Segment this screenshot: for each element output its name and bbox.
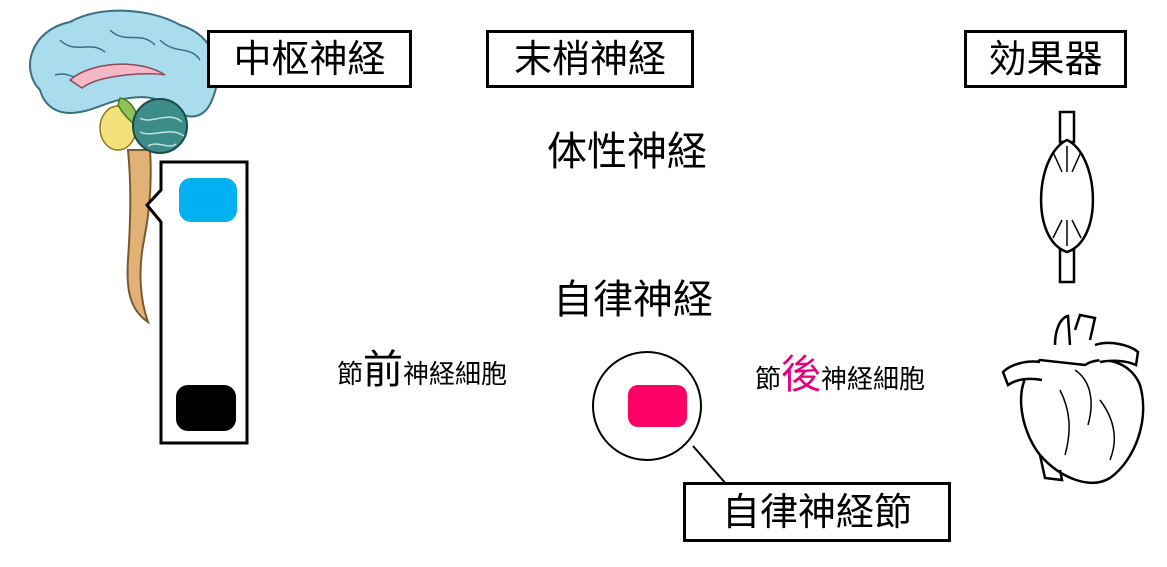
corpus-callosum: [68, 63, 166, 89]
autonomic-label: 自律神経: [553, 277, 713, 323]
pre-prefix: 節: [337, 360, 364, 390]
cns-header-text: 中枢神経: [233, 37, 386, 81]
spinal-cord: [126, 149, 152, 325]
effector-header: 効果器: [964, 30, 1127, 88]
effector-header-text: 効果器: [988, 37, 1103, 81]
somatic-marker: [179, 178, 237, 222]
somatic-label: 体性神経: [547, 129, 707, 175]
cerebellum: [132, 98, 188, 154]
postganglionic-label: 節後神経細胞: [755, 355, 925, 395]
pre-suffix: 神経細胞: [403, 360, 508, 390]
autonomic-marker: [176, 385, 236, 431]
skeletal-muscle-icon: [1039, 110, 1095, 284]
ganglion-label-box: 自律神経節: [683, 482, 951, 542]
post-emphasis: 後: [781, 352, 822, 398]
ganglion-pointer: [692, 445, 728, 486]
pre-emphasis: 前: [363, 347, 404, 393]
ganglion-marker: [628, 385, 687, 427]
post-suffix: 神経細胞: [821, 365, 926, 395]
preganglionic-label: 節前神経細胞: [337, 350, 507, 390]
post-prefix: 節: [755, 365, 782, 395]
ganglion-label-text: 自律神経節: [721, 490, 912, 534]
cns-header: 中枢神経: [207, 30, 412, 88]
cns-bracket: [145, 160, 249, 445]
heart-icon: [1001, 313, 1145, 484]
brain-illustration: [29, 9, 219, 325]
pns-header: 末梢神経: [486, 30, 694, 88]
pns-header-text: 末梢神経: [513, 37, 666, 81]
